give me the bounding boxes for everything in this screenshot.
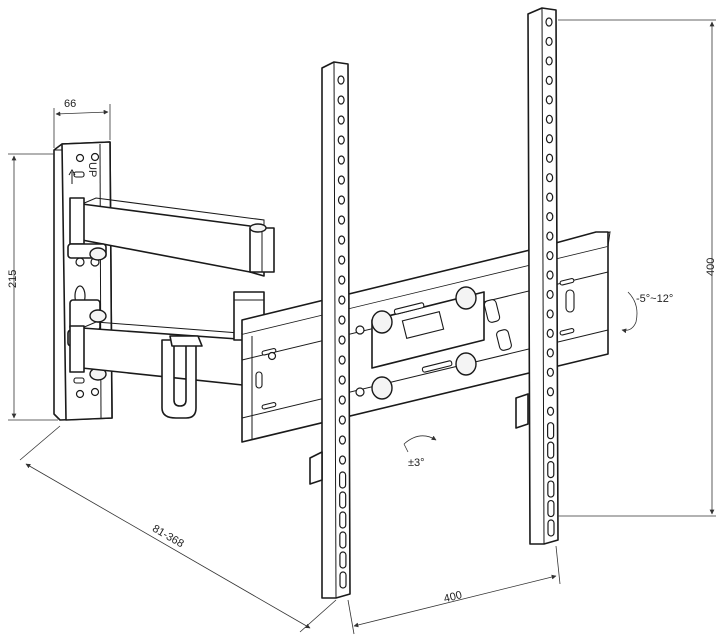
strap-hole — [545, 114, 553, 124]
strap-hole — [546, 270, 554, 280]
strap-hole — [337, 155, 345, 165]
dimension-66-label: 66 — [64, 98, 76, 110]
strap-hole — [546, 328, 554, 338]
strap-hole — [339, 531, 347, 549]
strap-hole — [545, 36, 553, 47]
strap-hole — [547, 441, 555, 459]
strap-hole — [338, 295, 346, 305]
lower-arm — [69, 321, 253, 419]
left-strap-holes — [337, 75, 347, 589]
dimension-vesa-horizontal: 400 — [347, 545, 561, 635]
level-annotation: ±3° — [403, 435, 437, 469]
strap-hole — [338, 395, 346, 405]
strap-hole — [546, 192, 554, 202]
strap-hole — [337, 135, 345, 145]
strap-hole — [546, 289, 554, 300]
strap-hole — [546, 406, 555, 416]
dimension-wall-plate-width: 66 — [53, 98, 111, 148]
tilt-label: -5°~12° — [636, 293, 673, 305]
strap-hole — [338, 455, 347, 465]
strap-hole — [338, 375, 346, 385]
strap-hole — [545, 75, 553, 85]
dimension-400-horizontal-label: 400 — [443, 589, 464, 605]
strap-hole — [546, 367, 554, 377]
strap-hole — [545, 17, 553, 27]
strap-hole — [546, 348, 554, 358]
plate-up-label: UP — [86, 162, 98, 177]
right-strap-holes — [545, 17, 555, 537]
strap-hole — [546, 231, 554, 241]
strap-hole — [547, 499, 555, 518]
strap-hole — [546, 173, 554, 183]
strap-hole — [545, 56, 553, 66]
strap-hole — [545, 134, 554, 144]
strap-hole — [338, 435, 347, 445]
strap-hole — [339, 571, 347, 589]
strap-hole — [547, 461, 555, 479]
strap-hole — [546, 250, 554, 261]
dimension-400-vertical-label: 400 — [705, 258, 717, 276]
strap-hole — [547, 519, 555, 537]
strap-hole — [337, 175, 345, 185]
strap-hole — [338, 315, 346, 325]
strap-hole — [546, 387, 555, 397]
dimension-extension: 81-368 — [19, 425, 337, 633]
tilt-annotation: -5°~12° — [621, 291, 673, 334]
strap-hole — [337, 95, 345, 105]
upper-arm — [69, 197, 275, 277]
dimension-wall-plate-height: 215 — [7, 153, 58, 421]
strap-hole — [338, 255, 346, 265]
dimension-vesa-vertical: 400 — [558, 19, 717, 517]
strap-hole — [339, 471, 347, 489]
strap-hole — [338, 415, 346, 425]
strap-hole — [339, 551, 347, 569]
strap-hole — [337, 215, 346, 225]
dimension-215-label: 215 — [7, 270, 19, 288]
strap-hole — [337, 75, 345, 85]
strap-hole — [339, 511, 347, 529]
strap-hole — [546, 212, 554, 222]
strap-hole — [546, 309, 554, 319]
strap-hole — [337, 115, 345, 125]
level-label: ±3° — [408, 457, 425, 469]
strap-hole — [545, 153, 554, 163]
strap-hole — [338, 355, 346, 365]
strap-hole — [547, 422, 555, 440]
strap-hole — [338, 235, 346, 245]
strap-hole — [337, 195, 346, 205]
strap-hole — [545, 95, 553, 105]
strap-hole — [339, 491, 347, 509]
strap-hole — [338, 275, 346, 285]
strap-hole — [338, 335, 346, 345]
strap-hole — [547, 480, 555, 498]
